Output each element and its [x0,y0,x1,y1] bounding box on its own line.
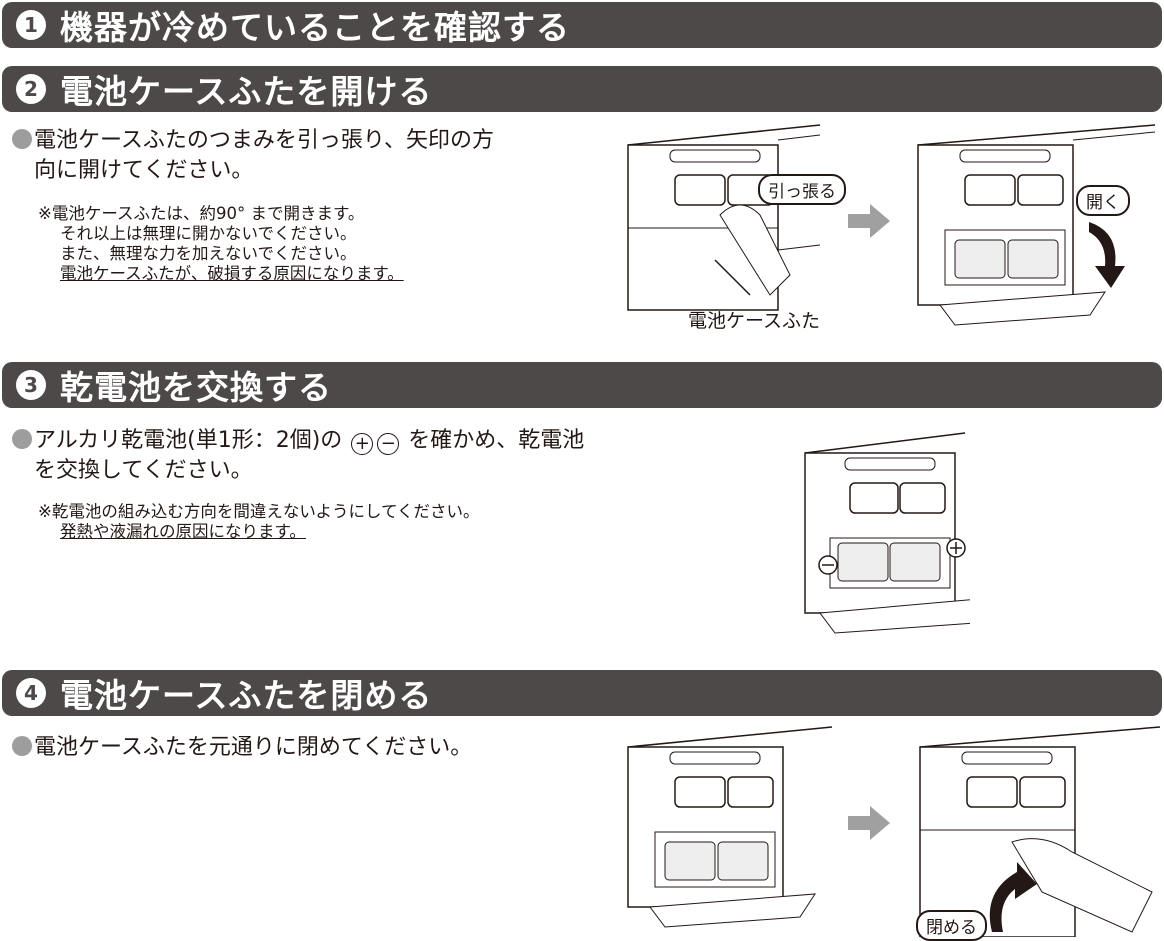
close-label: 閉める [916,910,987,941]
note-line: それ以上は無理に開かないでください。 [60,224,357,243]
bullet-icon [12,736,32,756]
step-4-header: 4 電池ケースふたを閉める [2,670,1162,716]
text-line: を確かめ、乾電池 [408,428,585,453]
step-2-header: 2 電池ケースふたを開ける [2,66,1162,112]
note-line: 発熱や液漏れの原因になります。 [60,522,306,541]
text-line: アルカリ乾電池(単1形：2個)の [34,428,343,453]
open-label: 開く [1076,185,1130,216]
step-number: 4 [16,678,46,708]
text-line: 向に開けてください。 [34,158,254,183]
plus-icon: + [351,433,374,455]
step-number: 1 [16,10,46,40]
step-number: 3 [16,370,46,400]
step-2-notes: ※電池ケースふたは、約90° まで開きます。 それ以上は無理に開かないでください… [38,204,404,284]
step-title: 電池ケースふたを開ける [60,72,433,111]
step-number: 2 [16,74,46,104]
arrow-right-icon [848,806,890,840]
device-open-illustration [627,726,833,928]
step-title: 機器が冷めていることを確認する [60,8,570,47]
device-closed-illustration [627,124,821,311]
arrow-right-icon [848,204,890,238]
bullet-icon [12,129,32,149]
step-2-instruction: 電池ケースふたのつまみを引っ張り、矢印の方 向に開けてください。 [12,126,494,186]
cover-label: 電池ケースふた [688,310,821,332]
minus-icon: − [377,433,400,455]
text-line: 電池ケースふたのつまみを引っ張り、矢印の方 [34,128,495,153]
step-3-instruction: アルカリ乾電池(単1形：2個)の +− を確かめ、乾電池 を交換してください。 [12,426,584,486]
battery-illustration [804,432,970,634]
step-4-instruction: 電池ケースふたを元通りに閉めてください。 [12,733,472,763]
note-line: 電池ケースふたが、破損する原因になります。 [60,264,404,283]
step-3-notes: ※乾電池の組み込む方向を間違えないようにしてください。 発熱や液漏れの原因になり… [38,502,480,542]
note-line: ※電池ケースふたは、約90° まで開きます。 [38,204,365,223]
step-3-header: 3 乾電池を交換する [2,362,1162,408]
device-closed-illustration [919,726,1161,937]
device-open-illustration [917,124,1156,326]
text-line: を交換してください。 [34,458,253,483]
step-title: 電池ケースふたを閉める [60,676,433,715]
arrow-open-icon [1089,222,1125,288]
step-1-header: 1 機器が冷めていることを確認する [2,2,1162,48]
step-title: 乾電池を交換する [60,368,332,407]
text-line: 電池ケースふたを元通りに閉めてください。 [34,735,473,760]
note-line: また、無理な力を加えないでください。 [60,244,357,263]
pull-label: 引っ張る [758,174,846,205]
bullet-icon [12,429,32,449]
note-line: ※乾電池の組み込む方向を間違えないようにしてください。 [38,502,480,521]
